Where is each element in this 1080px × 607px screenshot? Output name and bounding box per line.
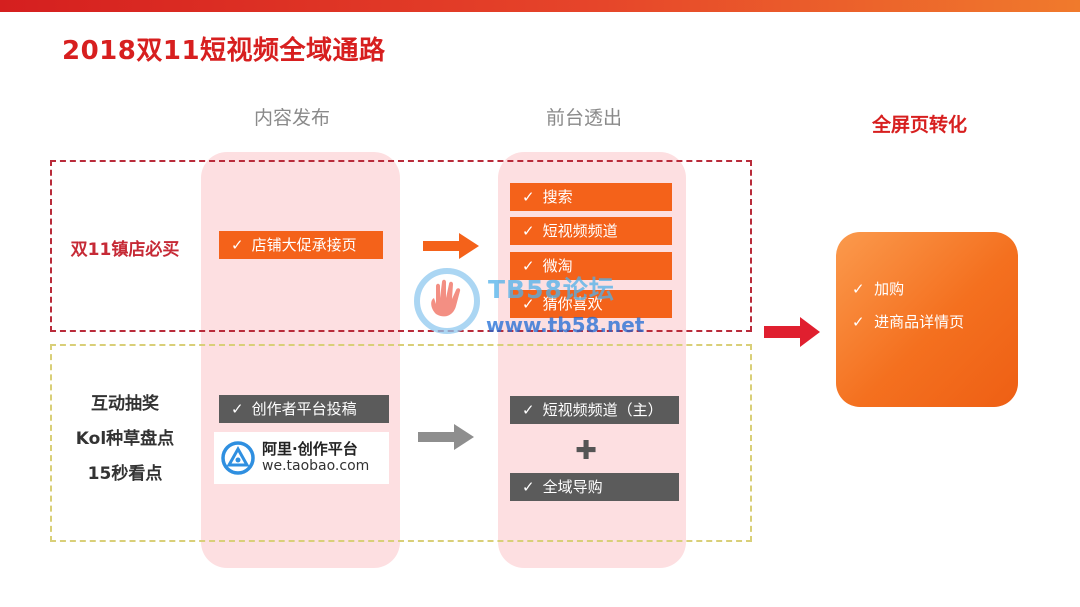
arrow-right-icon bbox=[423, 232, 479, 260]
arrow-right-icon bbox=[764, 317, 820, 347]
arrow-right-icon bbox=[418, 423, 474, 451]
creator-platform-logo-icon bbox=[221, 441, 255, 475]
conversion-item-product-detail: ✓ 进商品详情页 bbox=[852, 311, 964, 332]
column-header-front-display: 前台透出 bbox=[546, 107, 623, 129]
conversion-item-label: 加购 bbox=[874, 280, 905, 298]
creator-platform-domain: we.taobao.com bbox=[262, 458, 370, 474]
conversion-box: ✓ 加购 ✓ 进商品详情页 bbox=[836, 232, 1018, 407]
content-publish-panel bbox=[201, 152, 400, 568]
check-icon: ✓ bbox=[522, 295, 535, 313]
check-icon: ✓ bbox=[522, 257, 535, 275]
front-tag-label: 微淘 bbox=[542, 257, 573, 275]
front-tag-short-video-channel: ✓ 短视频频道 bbox=[510, 217, 672, 245]
conversion-item-add-cart: ✓ 加购 bbox=[852, 278, 904, 299]
creator-platform-name: 阿里·创作平台 bbox=[262, 440, 358, 458]
watermark-brand: TB58论坛 bbox=[488, 275, 615, 304]
front-tag-label: 搜索 bbox=[542, 188, 573, 206]
top-row-frame bbox=[50, 160, 752, 332]
front-tag-label: 短视频频道 bbox=[542, 222, 618, 240]
row-label-bottom-1: 互动抽奖 bbox=[91, 394, 159, 414]
watermark-url: www.tb58.net bbox=[486, 313, 645, 337]
top-accent-bar bbox=[0, 0, 1080, 12]
front-tag-search: ✓ 搜索 bbox=[510, 183, 672, 211]
row-label-bottom-2: Kol种草盘点 bbox=[75, 429, 175, 449]
check-icon: ✓ bbox=[231, 236, 244, 254]
row-label-top: 双11镇店必买 bbox=[70, 240, 180, 260]
column-header-content-publish: 内容发布 bbox=[254, 107, 331, 129]
publish-tag-label: 创作者平台投稿 bbox=[251, 400, 357, 418]
check-icon: ✓ bbox=[522, 188, 535, 206]
watermark-hand-icon bbox=[412, 268, 482, 338]
row-label-bottom-3: 15秒看点 bbox=[87, 464, 163, 484]
check-icon: ✓ bbox=[852, 313, 865, 331]
conversion-item-label: 进商品详情页 bbox=[874, 313, 965, 331]
front-tag-label: 全域导购 bbox=[542, 478, 603, 496]
plus-icon: ✚ bbox=[575, 436, 597, 466]
check-icon: ✓ bbox=[522, 222, 535, 240]
front-tag-label: 猜你喜欢 bbox=[542, 295, 603, 313]
check-icon: ✓ bbox=[522, 401, 535, 419]
row-label-bottom-group: 互动抽奖 Kol种草盘点 15秒看点 bbox=[55, 387, 195, 492]
front-tag-guess-you-like: ✓ 猜你喜欢 bbox=[510, 290, 672, 318]
check-icon: ✓ bbox=[852, 280, 865, 298]
publish-tag-creator-submit: ✓ 创作者平台投稿 bbox=[219, 395, 389, 423]
publish-tag-label: 店铺大促承接页 bbox=[251, 236, 357, 254]
front-tag-omni-guide: ✓ 全域导购 bbox=[510, 473, 679, 501]
front-tag-label: 短视频频道（主） bbox=[542, 401, 663, 419]
page-title: 2018双11短视频全域通路 bbox=[62, 36, 386, 66]
check-icon: ✓ bbox=[522, 478, 535, 496]
creator-platform-logo: 阿里·创作平台 we.taobao.com bbox=[214, 432, 389, 484]
check-icon: ✓ bbox=[231, 400, 244, 418]
front-tag-short-video-main: ✓ 短视频频道（主） bbox=[510, 396, 679, 424]
column-header-fullscreen-conversion: 全屏页转化 bbox=[872, 114, 968, 136]
publish-tag-store-promo: ✓ 店铺大促承接页 bbox=[219, 231, 383, 259]
front-tag-weitao: ✓ 微淘 bbox=[510, 252, 672, 280]
bottom-row-frame bbox=[50, 344, 752, 542]
